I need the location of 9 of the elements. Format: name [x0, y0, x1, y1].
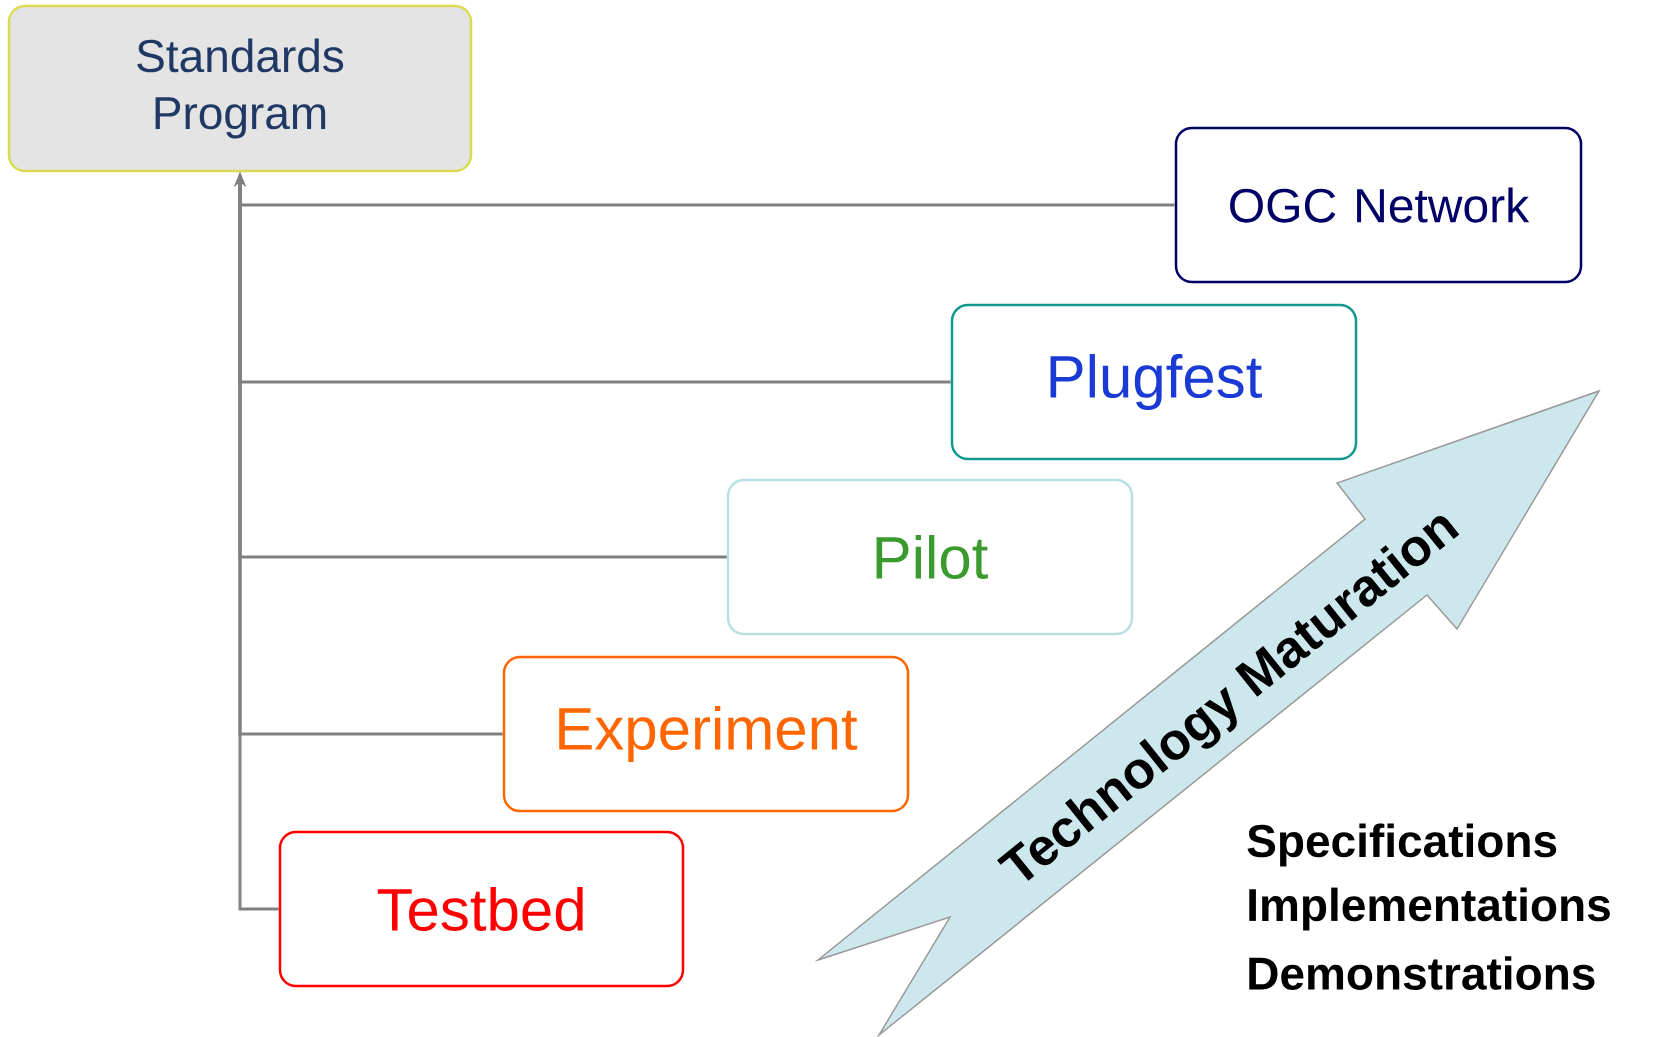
process-box: Standards Program	[7, 4, 473, 173]
output-label: Implementations	[1249, 887, 1610, 931]
process-box: Experiment	[502, 655, 910, 813]
output-label: Specifications	[1247, 823, 1557, 867]
output-label: Demonstrations	[1249, 956, 1595, 990]
process-box: Testbed	[278, 830, 685, 988]
process-box: OGC Network	[1174, 126, 1583, 284]
process-box: Plugfest	[950, 303, 1358, 461]
process-box: Pilot	[726, 478, 1134, 636]
